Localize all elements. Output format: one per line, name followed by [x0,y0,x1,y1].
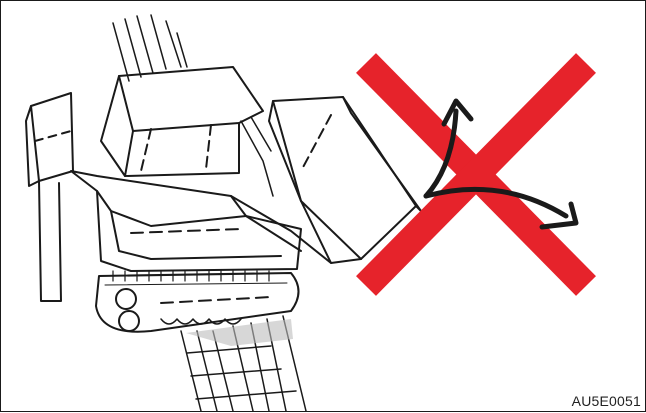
machine-cab [101,67,263,176]
figure-code: AU5E0051 [572,393,641,409]
machine-chassis [71,171,301,271]
boom-arm [231,196,331,263]
machine-rear-body [26,93,73,301]
red-x-icon [366,63,586,286]
